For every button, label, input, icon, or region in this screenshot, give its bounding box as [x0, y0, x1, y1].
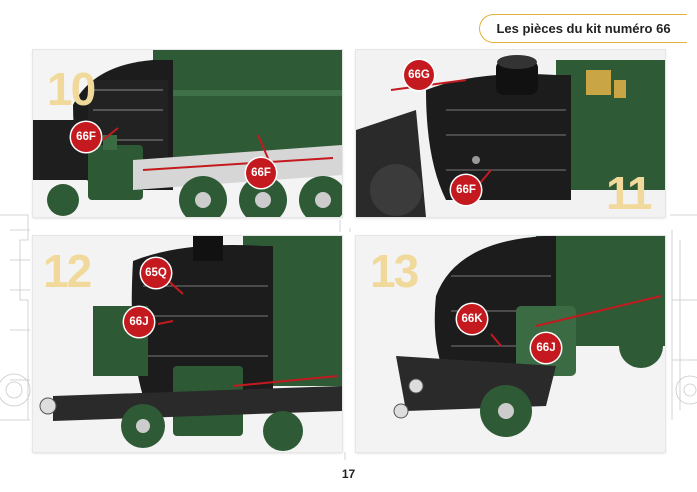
header-title: Les pièces du kit numéro 66 — [496, 21, 671, 36]
part-callout-66j: 66J — [531, 333, 561, 363]
part-callout-65q: 65Q — [141, 258, 171, 288]
step-number: 13 — [370, 245, 419, 297]
photo-panel-11: 66G 66F 11 — [356, 50, 665, 217]
photo-panel-10: 10 66F 66F — [33, 50, 342, 217]
part-callout-66f: 66F — [451, 175, 481, 205]
part-callout-66g: 66G — [404, 60, 434, 90]
locomotive-photo-13 — [356, 236, 665, 452]
step-number: 11 — [606, 167, 653, 217]
part-callout-66j: 66J — [124, 307, 154, 337]
page-number: 17 — [341, 467, 356, 481]
step-number: 12 — [43, 245, 92, 297]
step-number: 10 — [47, 63, 96, 115]
part-callout-66f: 66F — [71, 122, 101, 152]
photo-panel-12: 12 65Q 66J — [33, 236, 342, 452]
photo-panel-13: 13 66K 66J — [356, 236, 665, 452]
locomotive-photo-11 — [356, 50, 665, 217]
part-callout-66k: 66K — [457, 304, 487, 334]
kit-parts-header: Les pièces du kit numéro 66 — [479, 14, 687, 43]
part-callout-66f: 66F — [246, 158, 276, 188]
